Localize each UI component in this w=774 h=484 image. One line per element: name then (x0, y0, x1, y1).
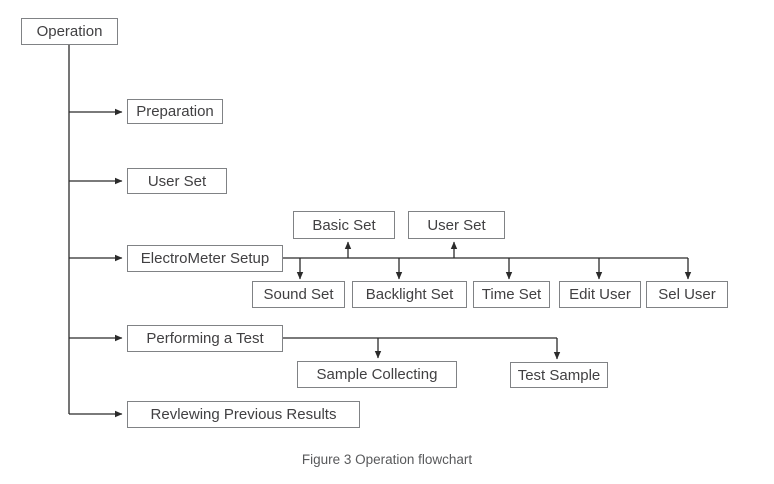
node-user-set-sub: User Set (408, 211, 505, 239)
node-performing-a-test: Performing a Test (127, 325, 283, 352)
node-operation: Operation (21, 18, 118, 45)
node-test-sample: Test Sample (510, 362, 608, 388)
node-preparation: Preparation (127, 99, 223, 124)
node-electrometer-setup: ElectroMeter Setup (127, 245, 283, 272)
node-sound-set: Sound Set (252, 281, 345, 308)
figure-caption: Figure 3 Operation flowchart (301, 452, 473, 467)
node-backlight-set: Backlight Set (352, 281, 467, 308)
node-sample-collecting: Sample Collecting (297, 361, 457, 388)
node-edit-user: Edit User (559, 281, 641, 308)
node-sel-user: Sel User (646, 281, 728, 308)
node-basic-set: Basic Set (293, 211, 395, 239)
node-reviewing-previous-results: Revlewing Previous Results (127, 401, 360, 428)
node-time-set: Time Set (473, 281, 550, 308)
node-user-set: User Set (127, 168, 227, 194)
